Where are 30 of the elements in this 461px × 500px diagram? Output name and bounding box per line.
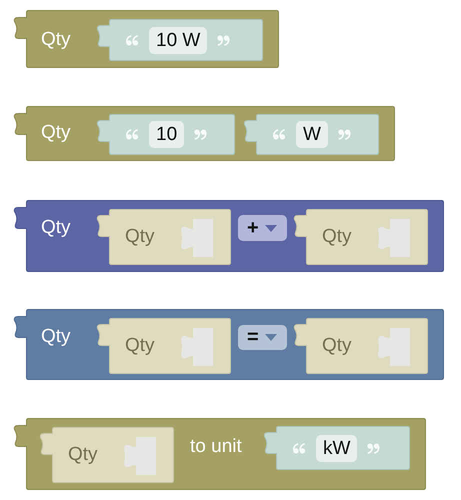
string-block: [243, 114, 379, 155]
block-label: Qty: [41, 217, 71, 239]
puzzle-block: [13, 106, 395, 161]
puzzle-block: [13, 418, 426, 490]
empty-block: [39, 427, 174, 483]
empty-block: [96, 318, 231, 374]
block-label: to unit: [190, 436, 242, 458]
operator-dropdown: +: [238, 215, 287, 241]
empty-block: [293, 318, 428, 374]
block-label: Qty: [322, 226, 352, 248]
block-label: Qty: [41, 326, 71, 348]
string-block: [96, 114, 235, 155]
string-block: [263, 426, 410, 470]
text-field: 10 W: [149, 26, 208, 54]
block-label: Qty: [125, 226, 155, 248]
block-label: Qty: [41, 122, 71, 144]
operator-dropdown: =: [238, 325, 287, 350]
puzzle-block: [13, 10, 279, 68]
empty-block: [96, 209, 231, 265]
empty-block: [293, 209, 428, 265]
puzzle-block: [13, 200, 444, 272]
text-field: 10: [149, 121, 184, 148]
string-block: [96, 19, 263, 61]
block-label: Qty: [322, 335, 352, 357]
block-label: Qty: [125, 335, 155, 357]
block-label: Qty: [68, 444, 98, 466]
text-field: kW: [316, 434, 358, 462]
text-field: W: [296, 121, 328, 148]
block-label: Qty: [41, 29, 71, 51]
puzzle-block: [13, 309, 444, 380]
